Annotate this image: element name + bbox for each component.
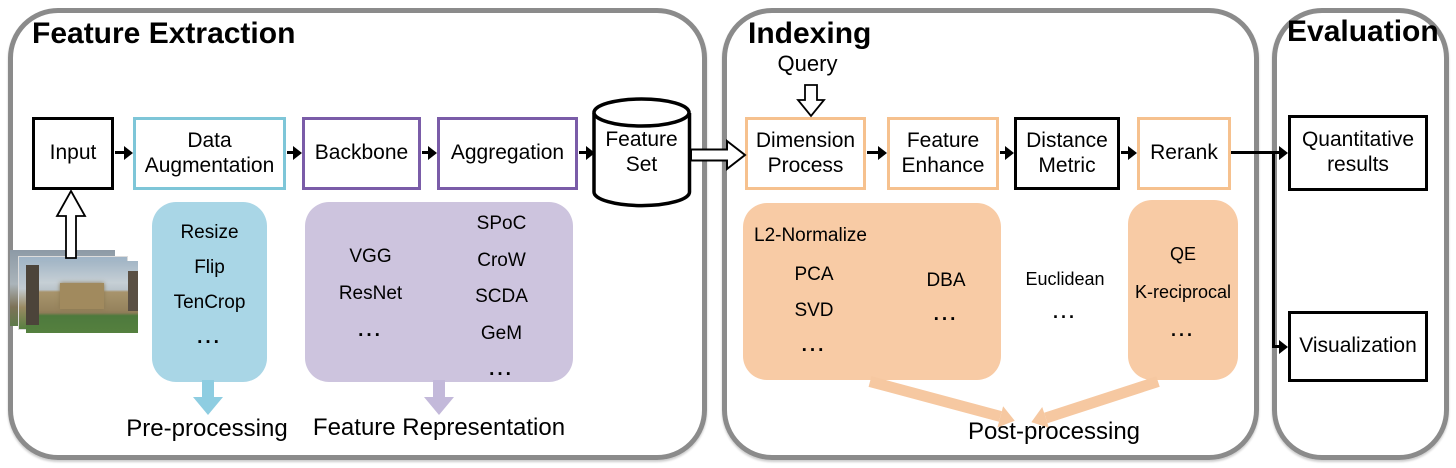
backbone-methods-column: VGG ResNet ... [313,238,428,349]
method-item: Flip [194,257,225,278]
flow-arrow-icon [1121,145,1137,160]
open-right-arrow-icon [690,138,747,172]
query-label: Query [777,51,838,76]
flow-arrow-icon [115,145,133,160]
evaluation-title: Evaluation [1287,15,1439,48]
facade-shape [60,283,104,309]
flow-arrow-icon [1000,145,1014,160]
open-up-arrow-icon [55,189,87,259]
quantitative-results-box: Quantitative results [1288,115,1428,191]
method-item: SPoC [476,213,527,234]
representation-caption: Feature Representation [312,414,566,441]
feature-extraction-title: Feature Extraction [32,17,296,50]
flow-arrow-icon [579,145,595,160]
feature-set-label: Feature Set [605,128,678,177]
dimension-methods-box: L2-Normalize PCA SVD ... DBA ... [743,203,1001,380]
feature-extraction-panel [8,8,707,460]
flow-arrow-icon [1272,339,1288,354]
ellipsis: ... [1170,320,1195,340]
method-item: SVD [794,299,834,321]
rerank-methods-box: QE K-reciprocal ... [1128,200,1238,380]
dimension-methods-col1: PCA SVD ... [769,257,859,364]
flow-arrow-icon [1231,145,1288,160]
method-item: VGG [349,246,392,267]
method-item: QE [1169,244,1196,264]
distance-metric-box: Distance Metric [1014,117,1120,190]
ellipsis: ... [1052,302,1077,322]
distance-methods-list: Euclidean ... [1018,263,1112,329]
branch-line [1272,152,1275,347]
ellipsis: ... [801,335,827,356]
ellipsis: ... [489,359,514,380]
indexing-title: Indexing [748,17,872,50]
ellipsis: ... [933,304,959,325]
tower-shape [128,271,138,311]
blue-down-arrow-icon [193,380,223,415]
method-item: SCDA [475,286,528,307]
dimension-methods-col2: DBA ... [901,264,991,332]
flow-arrow-icon [287,145,302,160]
aggregation-methods-column: SPoC CroW SCDA GeM ... [444,206,559,389]
preprocessing-methods-box: Resize Flip TenCrop ... [152,202,267,382]
method-item: GeM [480,322,523,344]
method-item: DBA [926,270,966,291]
input-box: Input [32,117,114,190]
dimension-process-box: Dimension Process [745,117,866,190]
method-item: Resize [180,222,239,243]
representation-methods-box: VGG ResNet ... SPoC CroW SCDA GeM ... [305,202,573,382]
feature-enhance-box: Feature Enhance [887,117,999,190]
preprocessing-caption: Pre-processing [126,415,288,442]
method-item: L2-Normalize [754,225,867,246]
flow-arrow-icon [422,145,437,160]
data-augmentation-box: Data Augmentation [133,117,286,190]
indexing-panel [722,8,1259,460]
method-item: ResNet [338,283,403,304]
ellipsis: ... [358,320,383,341]
tower-shape [26,265,39,325]
method-item: TenCrop [173,292,246,313]
backbone-box: Backbone [302,117,421,190]
open-down-arrow-icon [796,84,826,118]
database-icon [592,97,692,208]
ellipsis: ... [197,327,222,348]
input-image-front-icon [26,261,138,333]
postprocessing-caption: Post-processing [967,418,1141,445]
method-item: CroW [477,249,526,271]
method-item: PCA [794,264,834,285]
flow-arrow-icon [867,145,887,160]
aggregation-box: Aggregation [437,117,578,190]
evaluation-panel [1272,8,1449,460]
method-item: K-reciprocal [1134,282,1232,302]
rerank-box: Rerank [1137,117,1231,190]
method-item: Euclidean [1025,269,1105,289]
purple-down-arrow-icon [424,380,454,415]
visualization-box: Visualization [1288,311,1428,382]
